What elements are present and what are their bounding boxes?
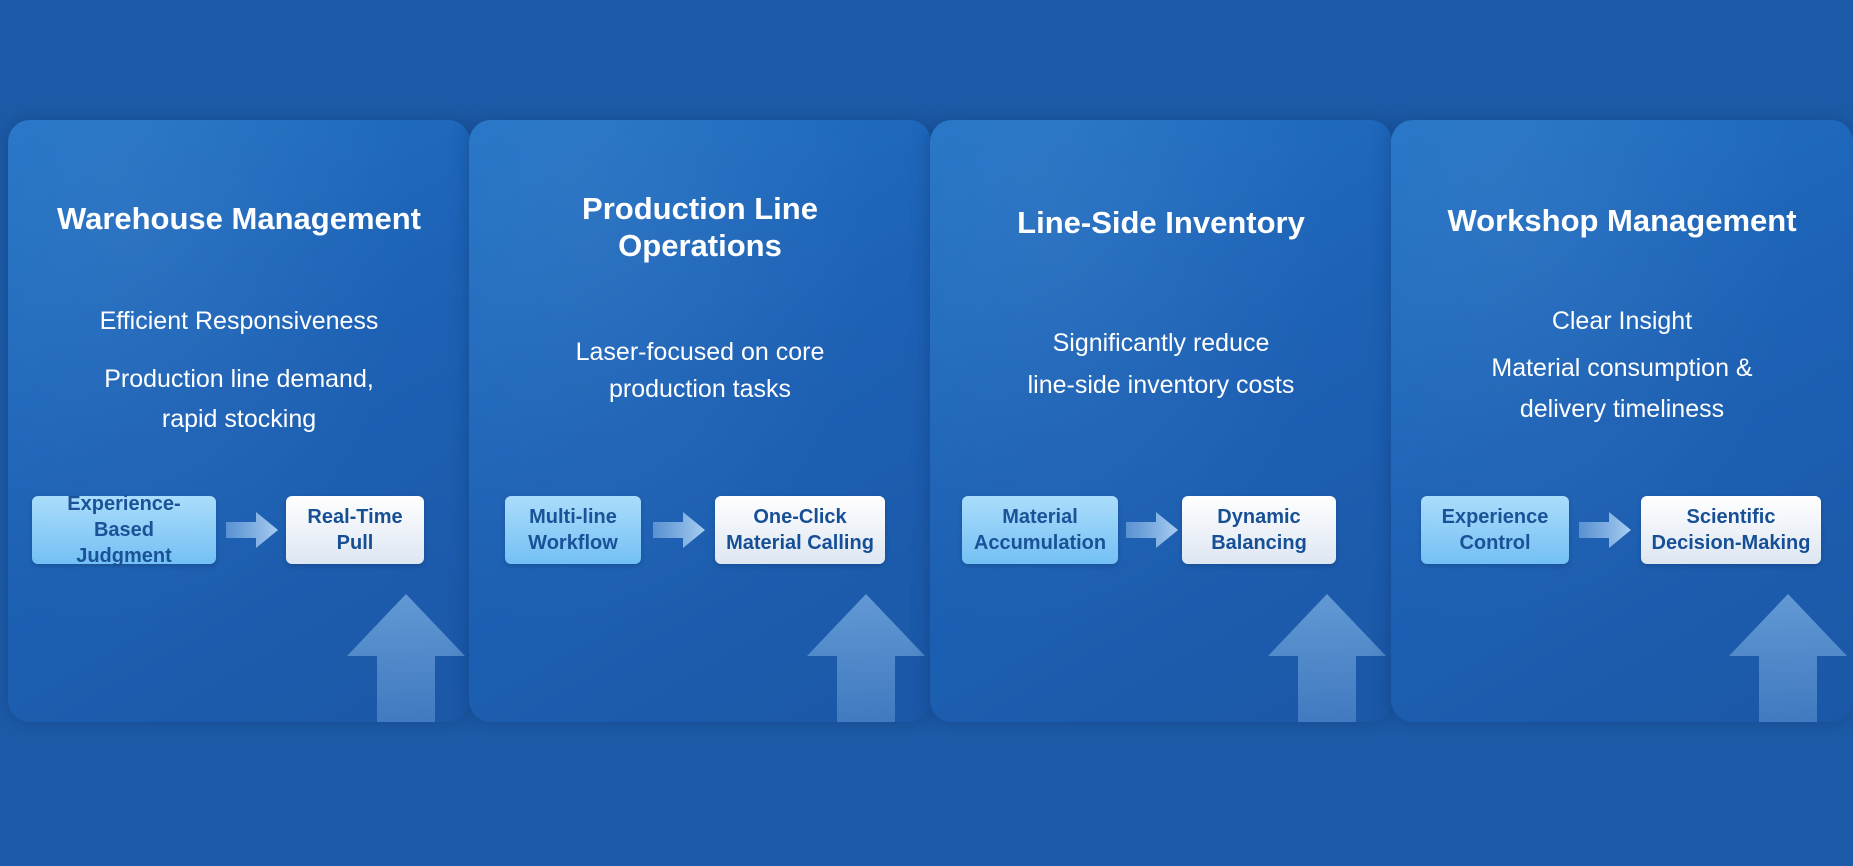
flow-from-box: Experience Control xyxy=(1421,496,1569,564)
flow-from-box: Multi-line Workflow xyxy=(505,496,641,564)
flow-to-box: Dynamic Balancing xyxy=(1182,496,1336,564)
card-subtitle: Clear Insight xyxy=(1551,307,1693,335)
card-description-line: Laser-focused on core xyxy=(575,338,825,366)
card-description-line: production tasks xyxy=(608,375,792,403)
up-arrow-icon xyxy=(1268,594,1386,722)
card-warehouse-management: Warehouse Management Efficient Responsiv… xyxy=(8,120,470,722)
card-title: Production Line Operations xyxy=(582,191,818,263)
card-line-side-inventory: Line-Side Inventory Significantly reduce… xyxy=(930,120,1392,722)
card-description-line: rapid stocking xyxy=(161,405,317,433)
flow-to-box: Real-Time Pull xyxy=(286,496,424,564)
card-description-line: delivery timeliness xyxy=(1519,395,1725,423)
up-arrow-icon xyxy=(807,594,925,722)
up-arrow-icon xyxy=(347,594,465,722)
right-arrow-icon xyxy=(1579,512,1631,548)
up-arrow-icon xyxy=(1729,594,1847,722)
card-title: Line-Side Inventory xyxy=(1017,205,1305,240)
flow-to-box: Scientific Decision-Making xyxy=(1641,496,1821,564)
card-title: Workshop Management xyxy=(1447,203,1797,238)
flow-from-box: Experience-Based Judgment xyxy=(32,493,216,567)
flow-from-box: Material Accumulation xyxy=(962,496,1118,564)
card-production-line-operations: Production Line Operations Laser-focused… xyxy=(469,120,931,722)
right-arrow-icon xyxy=(226,512,278,548)
card-description-line: line-side inventory costs xyxy=(1027,371,1295,399)
flow-to-box: One-Click Material Calling xyxy=(715,496,885,564)
card-description-line: Material consumption & xyxy=(1491,354,1753,382)
card-description-line: Production line demand, xyxy=(104,365,374,393)
right-arrow-icon xyxy=(1126,512,1178,548)
card-subtitle: Efficient Responsiveness xyxy=(99,307,379,335)
right-arrow-icon xyxy=(653,512,705,548)
card-description-line: Significantly reduce xyxy=(1052,329,1270,357)
card-title: Warehouse Management xyxy=(56,201,422,236)
card-workshop-management: Workshop Management Clear Insight Materi… xyxy=(1391,120,1853,722)
